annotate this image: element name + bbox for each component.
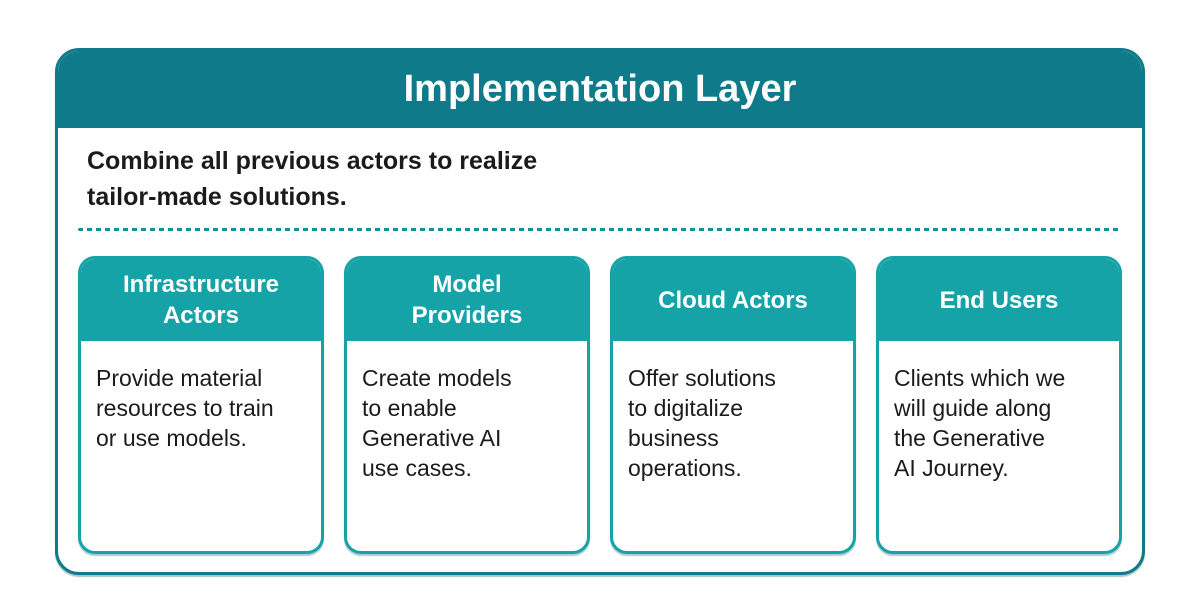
card-header: Model Providers (347, 259, 587, 341)
card-model-providers: Model Providers Create models to enable … (344, 256, 590, 554)
card-header: End Users (879, 259, 1119, 341)
card-infrastructure-actors: Infrastructure Actors Provide material r… (78, 256, 324, 554)
panel-body: Combine all previous actors to realize t… (58, 128, 1142, 572)
card-description: Create models to enable Generative AI us… (362, 365, 512, 481)
card-end-users: End Users Clients which we will guide al… (876, 256, 1122, 554)
card-description: Provide material resources to train or u… (96, 365, 274, 451)
card-body: Offer solutions to digitalize business o… (613, 341, 853, 551)
card-title: End Users (939, 286, 1059, 314)
card-header: Cloud Actors (613, 259, 853, 341)
panel-header-band: Implementation Layer (58, 51, 1142, 128)
card-title: Model Providers (411, 271, 523, 329)
card-description: Clients which we will guide along the Ge… (894, 365, 1066, 481)
card-body: Provide material resources to train or u… (81, 341, 321, 551)
card-description: Offer solutions to digitalize business o… (628, 365, 776, 481)
implementation-layer-panel: Implementation Layer Combine all previou… (55, 48, 1145, 575)
page-title: Implementation Layer (403, 68, 797, 110)
card-header: Infrastructure Actors (81, 259, 321, 341)
card-body: Create models to enable Generative AI us… (347, 341, 587, 551)
card-title: Cloud Actors (658, 286, 808, 314)
dashed-divider (78, 228, 1122, 231)
intro-text: Combine all previous actors to realize t… (87, 147, 538, 211)
card-cloud-actors: Cloud Actors Offer solutions to digitali… (610, 256, 856, 554)
cards-row: Infrastructure Actors Provide material r… (78, 256, 1122, 554)
card-title: Infrastructure Actors (122, 271, 280, 329)
card-body: Clients which we will guide along the Ge… (879, 341, 1119, 551)
